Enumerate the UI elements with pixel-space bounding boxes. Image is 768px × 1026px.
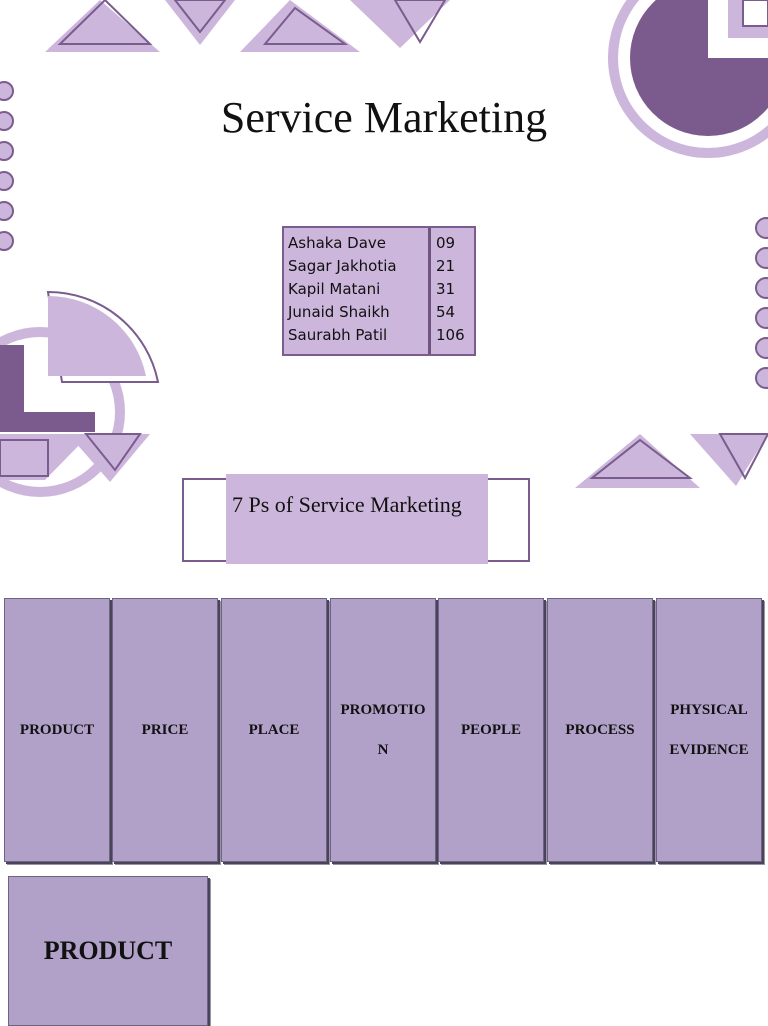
member-roll-number: 54 (436, 303, 456, 321)
top-triangle-band (45, 0, 450, 52)
heading-highlight (226, 474, 488, 564)
left-lower-triangles (0, 433, 150, 482)
right-lower-triangles (575, 433, 768, 488)
p-card-promotion[interactable]: PROMOTIO N (330, 598, 436, 862)
p-card-people[interactable]: PEOPLE (438, 598, 544, 862)
member-name: Ashaka Dave (288, 234, 387, 252)
p-card-place[interactable]: PLACE (221, 598, 327, 862)
p-card-label-line: EVIDENCE (669, 742, 749, 758)
team-roster-table: Ashaka Dave Sagar Jakhotia Kapil Matani … (282, 226, 476, 356)
team-names-column: Ashaka Dave Sagar Jakhotia Kapil Matani … (284, 228, 431, 354)
slide-title: Service Marketing (220, 93, 548, 142)
p-card-process[interactable]: PROCESS (547, 598, 653, 862)
top-right-pie (608, 0, 768, 158)
p-card-label: PLACE (248, 722, 300, 738)
member-name: Junaid Shaikh (288, 303, 390, 321)
member-roll-number: 09 (436, 234, 456, 252)
member-name: Sagar Jakhotia (288, 257, 397, 275)
p-card-label-line: PHYSICAL (670, 702, 748, 718)
member-name: Kapil Matani (288, 280, 381, 298)
product-detail-heading: PRODUCT (43, 936, 173, 965)
p-card-label: PRODUCT (19, 722, 95, 738)
member-roll-number: 21 (436, 257, 456, 275)
p-card-label-line: N (377, 742, 389, 758)
team-roll-column: 09 21 31 54 106 (432, 228, 472, 354)
p-card-price[interactable]: PRICE (112, 598, 218, 862)
right-circle-column (755, 217, 768, 389)
seven-ps-heading: 7 Ps of Service Marketing (232, 492, 462, 517)
p-card-label: PROMOTIO N (341, 690, 426, 770)
p-card-label: PHYSICAL EVIDENCE (669, 690, 748, 770)
left-circle-column (0, 81, 14, 251)
p-card-physical-evidence[interactable]: PHYSICAL EVIDENCE (656, 598, 762, 862)
product-detail-card[interactable]: PRODUCT (8, 876, 208, 1026)
seven-ps-heading-box: 7 Ps of Service Marketing (182, 474, 530, 564)
member-roll-number: 31 (436, 280, 456, 298)
member-roll-number: 106 (436, 326, 465, 344)
p-card-product[interactable]: PRODUCT (4, 598, 110, 862)
p-card-label: PRICE (141, 722, 189, 738)
member-name: Saurabh Patil (288, 326, 388, 344)
p-card-label: PROCESS (565, 722, 635, 738)
p-card-label: PEOPLE (460, 722, 521, 738)
p-card-label-line: PROMOTIO (340, 702, 426, 718)
